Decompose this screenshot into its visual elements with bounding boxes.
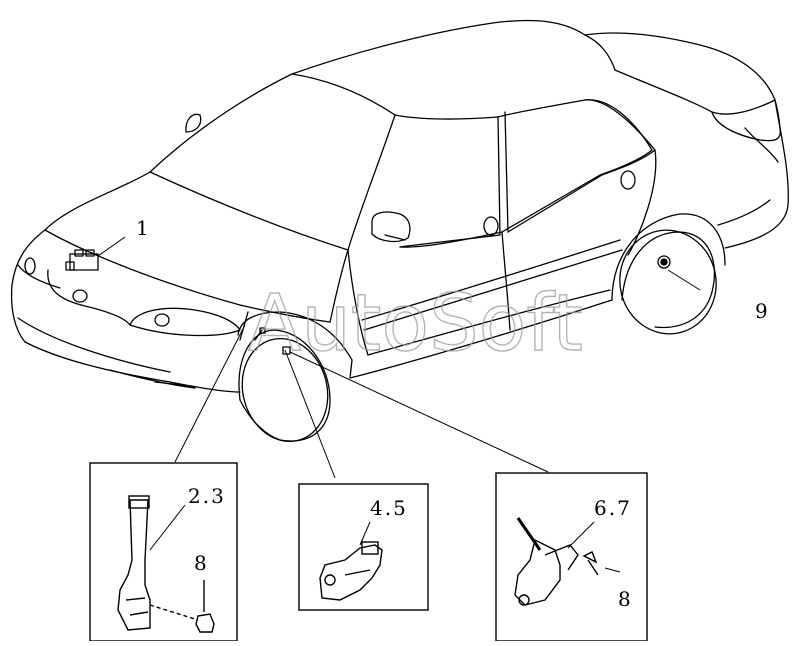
car-illustration xyxy=(10,19,789,443)
watermark-text: AutoSoft xyxy=(248,279,583,369)
callout-8-left: 8 xyxy=(194,551,209,575)
detail-box-middle xyxy=(298,483,429,611)
callout-4-5: 4.5 xyxy=(370,496,408,520)
callout-9: 9 xyxy=(755,299,770,323)
callout-6-7: 6.7 xyxy=(594,496,632,520)
callout-2-3: 2.3 xyxy=(188,484,226,508)
callout-1: 1 xyxy=(136,216,151,240)
callout-8-right: 8 xyxy=(618,587,633,611)
leader-lines xyxy=(97,236,701,573)
